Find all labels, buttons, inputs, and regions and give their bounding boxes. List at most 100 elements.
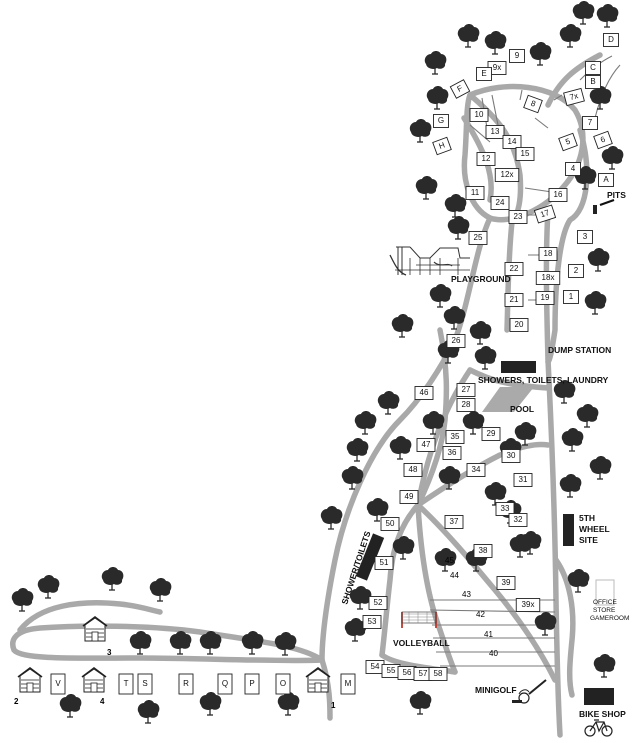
campsite-33[interactable]: 33 bbox=[495, 502, 515, 516]
campsite-30[interactable]: 30 bbox=[501, 449, 521, 463]
minigolf-icon[interactable] bbox=[512, 679, 547, 704]
campsite-5[interactable]: 5 bbox=[558, 132, 578, 152]
campsite-v[interactable]: V bbox=[50, 673, 66, 695]
bike-shop-label: BIKE SHOP bbox=[579, 709, 626, 719]
fifth-wheel-building[interactable] bbox=[563, 514, 574, 546]
campsite-7x[interactable]: 7x bbox=[563, 87, 585, 107]
campsite-4[interactable]: 4 bbox=[565, 162, 581, 176]
campsite-g[interactable]: G bbox=[433, 114, 449, 128]
campsite-25[interactable]: 25 bbox=[468, 231, 488, 245]
campsite-e[interactable]: E bbox=[476, 67, 492, 81]
campsite-26[interactable]: 26 bbox=[446, 334, 466, 348]
cabin-3[interactable] bbox=[82, 616, 108, 642]
campsite-label: 28 bbox=[462, 400, 471, 409]
campsite-t[interactable]: T bbox=[118, 673, 134, 695]
bike-shop-building[interactable] bbox=[584, 688, 614, 705]
campsite-15[interactable]: 15 bbox=[515, 147, 535, 161]
campsite-24[interactable]: 24 bbox=[490, 196, 510, 210]
campsite-58[interactable]: 58 bbox=[428, 667, 448, 681]
campsite-h[interactable]: H bbox=[432, 136, 452, 156]
campsite-q[interactable]: Q bbox=[217, 673, 233, 695]
playground-icon[interactable] bbox=[389, 246, 470, 276]
campsite-m[interactable]: M bbox=[340, 673, 356, 695]
campsite-1[interactable]: 1 bbox=[563, 290, 579, 304]
campsite-a[interactable]: A bbox=[598, 173, 614, 187]
campsite-label: 9 bbox=[515, 51, 520, 60]
campsite-3[interactable]: 3 bbox=[577, 230, 593, 244]
campsite-38[interactable]: 38 bbox=[473, 544, 493, 558]
campsite-label: 6 bbox=[599, 134, 607, 144]
campsite-11[interactable]: 11 bbox=[465, 186, 485, 200]
campsite-d[interactable]: D bbox=[603, 33, 619, 47]
pits-marker[interactable] bbox=[593, 205, 597, 214]
campsite-19[interactable]: 19 bbox=[535, 291, 555, 305]
cabin-2[interactable] bbox=[17, 667, 43, 693]
campsite-12[interactable]: 12 bbox=[476, 152, 496, 166]
pool-area[interactable] bbox=[482, 387, 534, 412]
campsite-37[interactable]: 37 bbox=[444, 515, 464, 529]
campsite-35[interactable]: 35 bbox=[445, 430, 465, 444]
campsite-label: C bbox=[590, 63, 596, 72]
campsite-6[interactable]: 6 bbox=[593, 130, 613, 150]
campsite-28[interactable]: 28 bbox=[456, 398, 476, 412]
campsite-54[interactable]: 54 bbox=[365, 660, 385, 674]
campsite-31[interactable]: 31 bbox=[513, 473, 533, 487]
campsite-o[interactable]: O bbox=[275, 673, 291, 695]
campsite-12x[interactable]: 12x bbox=[494, 168, 520, 182]
campsite-b[interactable]: B bbox=[585, 75, 601, 89]
campsite-39x[interactable]: 39x bbox=[515, 598, 541, 612]
campsite-21[interactable]: 21 bbox=[504, 293, 524, 307]
campsite-47[interactable]: 47 bbox=[416, 438, 436, 452]
campsite-22[interactable]: 22 bbox=[504, 262, 524, 276]
campsite-27[interactable]: 27 bbox=[456, 383, 476, 397]
campsite-2[interactable]: 2 bbox=[568, 264, 584, 278]
campsite-51[interactable]: 51 bbox=[374, 556, 394, 570]
campsite-29[interactable]: 29 bbox=[481, 427, 501, 441]
shower-toilets-building[interactable] bbox=[355, 533, 385, 581]
campsite-20[interactable]: 20 bbox=[509, 318, 529, 332]
campsite-55[interactable]: 55 bbox=[381, 664, 401, 678]
campsite-23[interactable]: 23 bbox=[508, 210, 528, 224]
campsite-39[interactable]: 39 bbox=[496, 576, 516, 590]
campsite-56[interactable]: 56 bbox=[397, 666, 417, 680]
campsite-46[interactable]: 46 bbox=[414, 386, 434, 400]
campsite-13[interactable]: 13 bbox=[485, 125, 505, 139]
campsite-label: 8 bbox=[530, 99, 538, 109]
cabin-4[interactable] bbox=[81, 667, 107, 693]
campsite-label: S bbox=[142, 679, 147, 688]
campsite-18x[interactable]: 18x bbox=[535, 271, 561, 285]
campsite-label: 52 bbox=[374, 598, 383, 607]
campsite-16[interactable]: 16 bbox=[548, 188, 568, 202]
campsite-50[interactable]: 50 bbox=[380, 517, 400, 531]
campsite-label: 11 bbox=[471, 188, 480, 197]
campsite-c[interactable]: C bbox=[585, 61, 601, 75]
campsite-label: T bbox=[124, 679, 129, 688]
campsite-f[interactable]: F bbox=[449, 79, 471, 99]
campsite-10[interactable]: 10 bbox=[469, 108, 489, 122]
campsite-18[interactable]: 18 bbox=[538, 247, 558, 261]
campsite-36[interactable]: 36 bbox=[442, 446, 462, 460]
office-store-gameroom-building[interactable] bbox=[595, 579, 615, 606]
campsite-label: 30 bbox=[507, 451, 516, 460]
campsite-48[interactable]: 48 bbox=[403, 463, 423, 477]
campsite-label: 38 bbox=[479, 546, 488, 555]
showers-toilets-laundry-building[interactable] bbox=[501, 361, 536, 373]
campsite-32[interactable]: 32 bbox=[508, 513, 528, 527]
campsite-8[interactable]: 8 bbox=[523, 94, 543, 114]
campsite-14[interactable]: 14 bbox=[502, 135, 522, 149]
campsite-53[interactable]: 53 bbox=[362, 615, 382, 629]
campsite-r[interactable]: R bbox=[178, 673, 194, 695]
campsite-p[interactable]: P bbox=[244, 673, 260, 695]
volleyball-court[interactable] bbox=[401, 611, 437, 628]
campsite-s[interactable]: S bbox=[137, 673, 153, 695]
campsite-7[interactable]: 7 bbox=[582, 116, 598, 130]
campsite-label: 18x bbox=[542, 273, 555, 282]
campsite-49[interactable]: 49 bbox=[399, 490, 419, 504]
campsite-17[interactable]: 17 bbox=[533, 204, 557, 224]
campsite-52[interactable]: 52 bbox=[368, 596, 388, 610]
campsite-label: 47 bbox=[422, 440, 431, 449]
campsite-label: 26 bbox=[452, 336, 461, 345]
campsite-9[interactable]: 9 bbox=[509, 49, 525, 63]
campsite-label: 5 bbox=[564, 136, 572, 146]
campsite-34[interactable]: 34 bbox=[466, 463, 486, 477]
